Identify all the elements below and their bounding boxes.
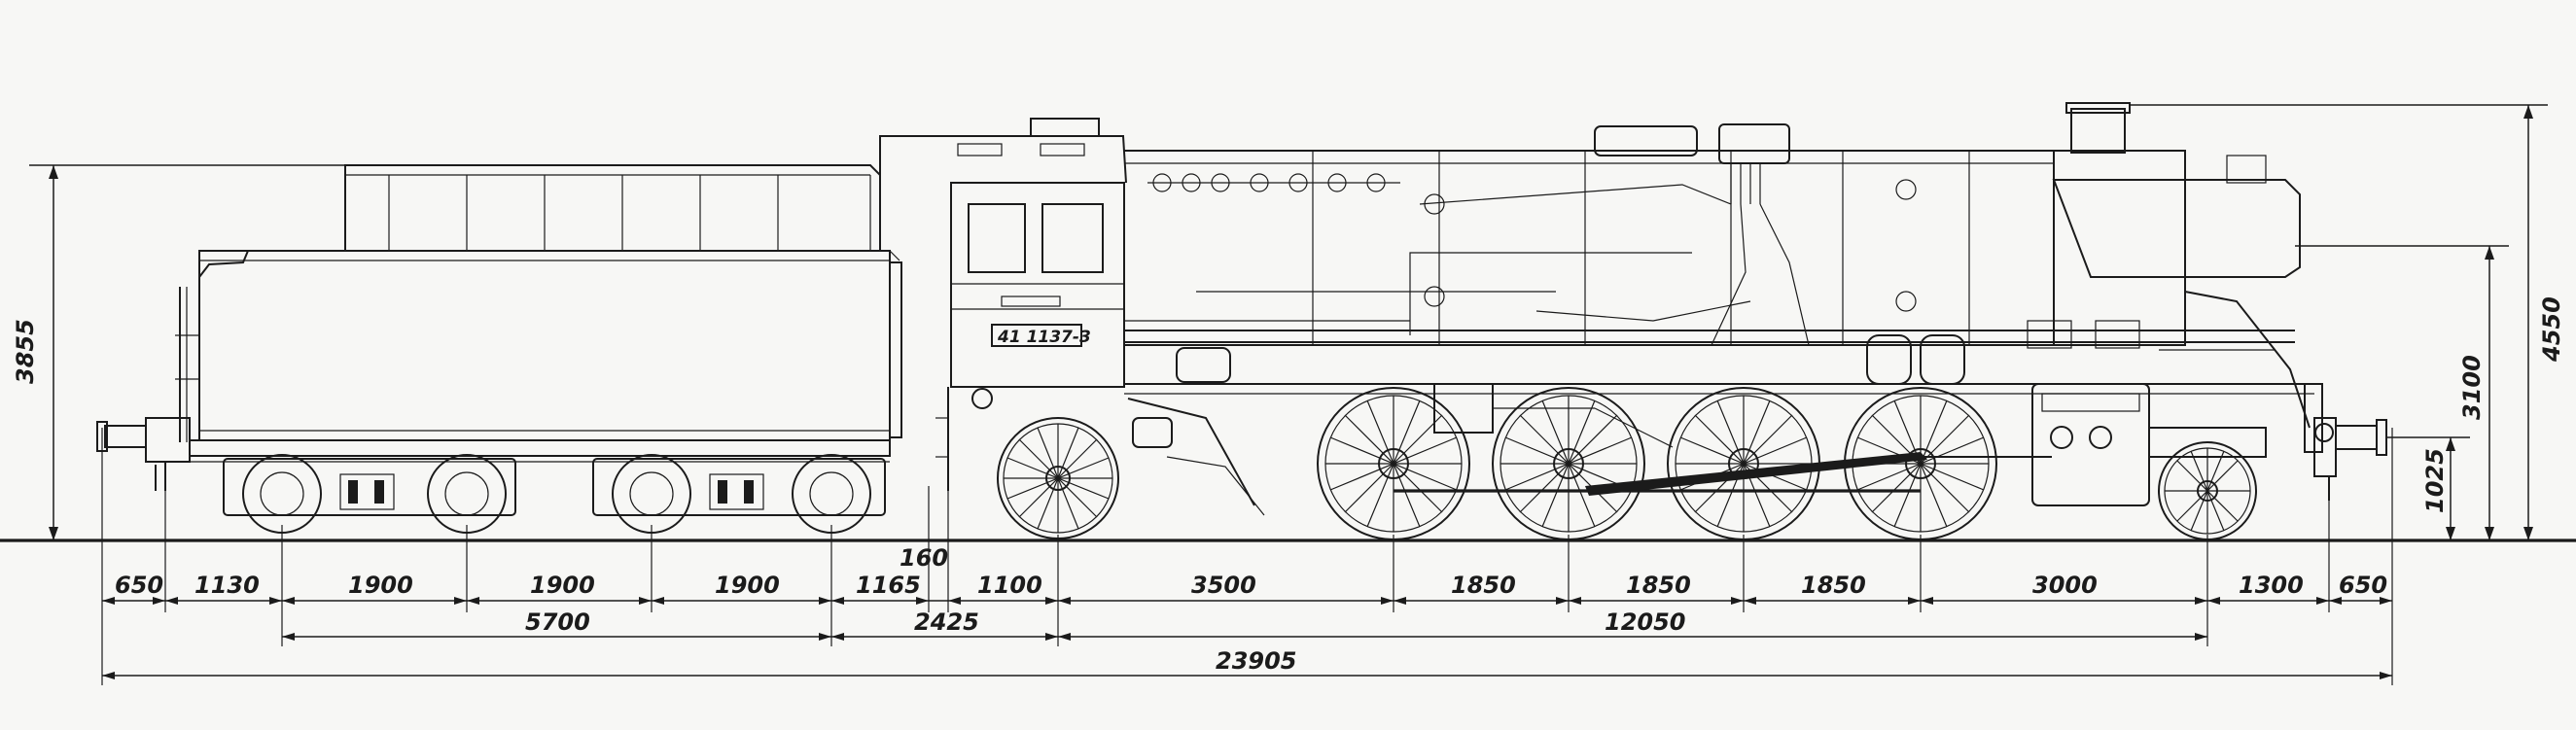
driving-wheel-2 xyxy=(1492,387,1645,540)
leading-wheel xyxy=(2148,427,2267,540)
number-plate-text: 41 1137-3 xyxy=(997,328,1091,347)
dim-row1-4: 1900 xyxy=(530,572,595,599)
boiler xyxy=(1124,123,2169,346)
dim-row1-3: 1900 xyxy=(348,572,413,599)
dim-row1-11: 1850 xyxy=(1801,572,1866,599)
dim-row2-2: 2425 xyxy=(914,608,979,636)
dim-row1-8: 3500 xyxy=(1191,572,1256,599)
dim-row1-2: 1130 xyxy=(194,572,260,599)
dim-row1-13: 1300 xyxy=(2239,572,2304,599)
front-buffer-beam xyxy=(2313,417,2387,501)
dim-height-boiler: 3100 xyxy=(2458,355,2486,420)
dim-row1-5: 1900 xyxy=(715,572,780,599)
length-dimensions: 650 1130 1900 1900 1900 1165 1100 3500 1… xyxy=(101,428,2393,685)
dim-height-tender: 3855 xyxy=(12,319,39,384)
driving-wheel-1 xyxy=(1317,387,1470,540)
running-board xyxy=(1124,320,2314,395)
smokebox xyxy=(2052,102,2334,453)
cylinder xyxy=(2031,383,2150,506)
dim-overall-length: 23905 xyxy=(1216,647,1297,675)
dim-height-overall: 4550 xyxy=(2538,296,2565,363)
coupling-rods xyxy=(1394,383,2052,496)
driving-wheel-3 xyxy=(1667,387,1820,540)
dim-row1-10: 1850 xyxy=(1626,572,1691,599)
cab: 41 1137-3 xyxy=(879,118,1127,491)
tender-bogie-front xyxy=(592,454,886,534)
height-dimensions: 3855 4550 3100 1025 xyxy=(12,104,2565,540)
number-plate xyxy=(991,324,1082,347)
dim-row2-3: 12050 xyxy=(1605,608,1686,636)
dim-160: 160 xyxy=(900,544,948,572)
trailing-wheel xyxy=(997,398,1265,539)
dim-row1-7: 1100 xyxy=(977,572,1042,599)
dim-row2-1: 5700 xyxy=(525,608,590,636)
tender xyxy=(96,164,902,491)
dim-row1-12: 3000 xyxy=(2032,572,2098,599)
dim-row1-6: 1165 xyxy=(856,572,921,599)
tender-bogie-rear xyxy=(223,454,516,534)
dim-height-buffer: 1025 xyxy=(2421,448,2449,513)
dim-row1-1: 650 xyxy=(115,572,163,599)
dim-row1-9: 1850 xyxy=(1451,572,1516,599)
dim-row1-14: 650 xyxy=(2339,572,2387,599)
